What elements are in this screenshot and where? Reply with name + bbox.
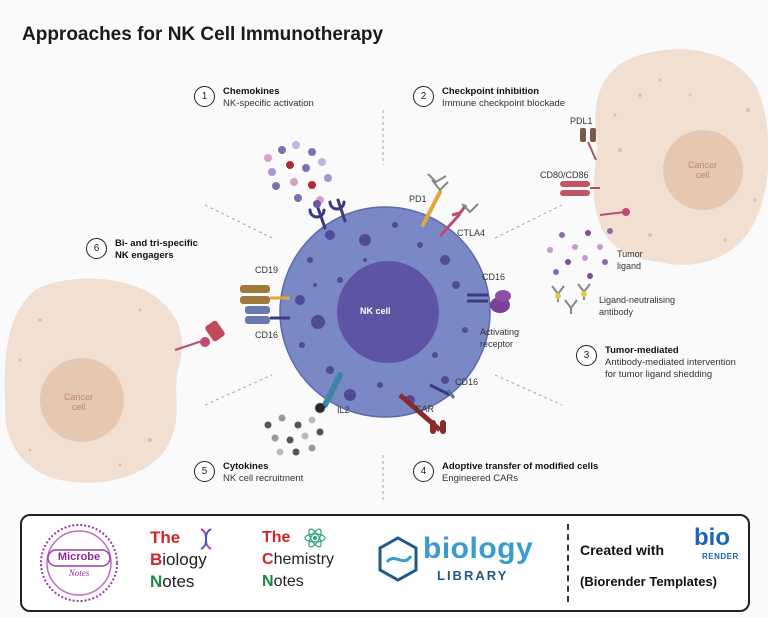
step-title: Chemokines <box>223 86 280 97</box>
cd80-cd86-label: CD80/CD86 <box>540 170 589 180</box>
step-number: 6 <box>86 238 107 259</box>
step-6: 6 Bi- and tri-specific NK engagers <box>86 238 198 262</box>
activating-receptor <box>467 290 511 313</box>
notes-word: Notes <box>150 572 195 591</box>
chemistry-word: Chemistry <box>262 551 335 568</box>
bio-word: bio <box>694 524 730 551</box>
step-4: 4 Adoptive transfer of modified cells En… <box>413 461 598 485</box>
divider-lines <box>204 110 563 500</box>
the-biology-notes-logo[interactable]: The Biology Notes <box>150 527 250 599</box>
page-title: Approaches for NK Cell Immunotherapy <box>22 24 384 45</box>
step-subtitle: Engineered CARs <box>442 473 519 484</box>
cd16-receptor-car <box>429 383 456 399</box>
biology-library-logo[interactable]: biology LIBRARY <box>377 532 552 592</box>
ligand-neutralising-antibodies <box>551 283 591 314</box>
step-title: Tumor-mediated <box>605 345 679 356</box>
step-2: 2 Checkpoint inhibition Immune checkpoin… <box>413 86 565 110</box>
biorender-logo[interactable]: bio RENDER <box>694 524 744 566</box>
notes-word: Notes <box>262 573 304 590</box>
pd1-receptor <box>421 173 449 227</box>
step-subtitle: Immune checkpoint blockade <box>442 98 566 109</box>
step-title: Adoptive transfer of modified cells <box>442 461 599 472</box>
biology-word: biology <box>423 532 534 565</box>
cd19-label: CD19 <box>255 265 279 275</box>
chemokine-particles <box>264 141 332 204</box>
il2-label: IL2 <box>337 405 350 415</box>
pd1-label: PD1 <box>409 194 427 204</box>
chemokine-receptors <box>308 198 347 230</box>
step-number: 3 <box>576 345 597 366</box>
diagram-canvas <box>4 49 768 500</box>
il2-particles <box>264 414 324 456</box>
step-subtitle: NK cell recruitment <box>223 473 304 484</box>
cd16-car-label: CD16 <box>455 377 479 387</box>
footer-banner: Microbe Notes The Biology Notes The Chem… <box>20 514 750 612</box>
footer-divider <box>567 524 569 602</box>
car-receptor <box>398 393 446 434</box>
bispecific-engager <box>174 285 290 351</box>
step-subtitle: Antibody-mediated intervention <box>605 357 736 368</box>
step-1: 1 Chemokines NK-specific activation <box>194 86 314 110</box>
cancer-cell-right <box>593 49 768 265</box>
nk-cell-label: NK cell <box>360 306 391 316</box>
tumor-ligand-particles <box>547 228 613 279</box>
step-title: Bi- and tri-specific <box>115 238 198 249</box>
step-number: 4 <box>413 461 434 482</box>
cd80-cd86-ligand <box>560 181 600 196</box>
step-title: Cytokines <box>223 461 269 472</box>
nk-cell <box>279 206 491 418</box>
notes-text: Notes <box>68 568 90 578</box>
step-number: 1 <box>194 86 215 107</box>
ctla4-label: CTLA4 <box>457 228 486 238</box>
microbe-notes-logo[interactable]: Microbe Notes <box>38 522 120 604</box>
the-chemistry-notes-logo[interactable]: The Chemistry Notes <box>262 527 372 599</box>
car-label: CAR <box>415 404 435 414</box>
step-number: 2 <box>413 86 434 107</box>
cd16-right-label: CD16 <box>482 272 506 282</box>
the-word: The <box>262 529 291 546</box>
step-3: 3 Tumor-mediated Antibody-mediated inter… <box>576 345 736 381</box>
render-word: RENDER <box>702 552 739 561</box>
library-word: LIBRARY <box>437 568 509 583</box>
cancer-cell-left <box>4 278 183 483</box>
the-word: The <box>150 528 181 547</box>
step-subtitle: NK-specific activation <box>223 98 314 109</box>
microbe-logo-icon <box>40 524 118 602</box>
created-with-text: Created with <box>580 542 665 558</box>
pdl1-ligand <box>580 128 597 161</box>
step-subtitle: NK engagers <box>115 250 174 261</box>
dna-icon <box>200 528 212 550</box>
step-subtitle: for tumor ligand shedding <box>605 369 713 380</box>
step-number: 5 <box>194 461 215 482</box>
il2-receptor <box>315 372 343 413</box>
step-title: Checkpoint inhibition <box>442 86 540 97</box>
step-5: 5 Cytokines NK cell recruitment <box>194 461 303 485</box>
microbe-text: Microbe <box>57 551 101 563</box>
pdl1-label: PDL1 <box>570 116 593 126</box>
atom-icon <box>304 528 326 548</box>
cd16-left-label: CD16 <box>255 330 279 340</box>
biology-word: Biology <box>150 550 207 569</box>
library-hex-icon <box>378 536 418 582</box>
biorender-templates-text: (Biorender Templates) <box>580 574 718 589</box>
ctla4-receptor <box>438 203 479 238</box>
